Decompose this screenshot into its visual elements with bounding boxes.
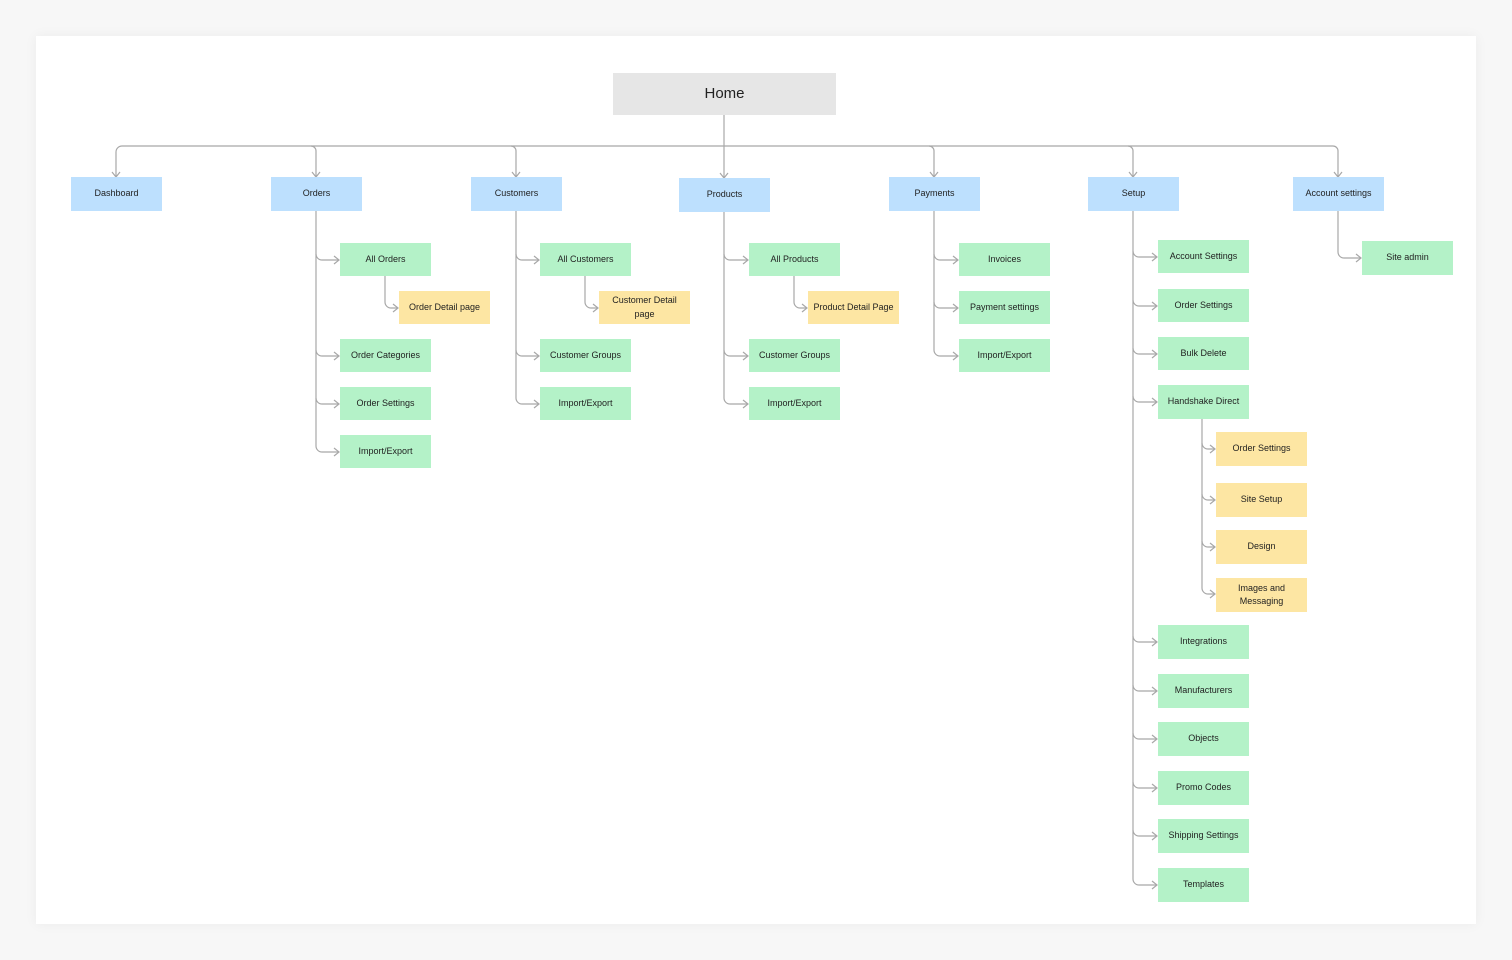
products-all-products: All Products [749, 243, 840, 276]
section-dashboard: Dashboard [71, 177, 162, 211]
setup-order-settings: Order Settings [1158, 289, 1249, 322]
products-product-detail-page: Product Detail Page [808, 291, 899, 324]
home-node: Home [613, 73, 836, 115]
handshake-order-settings: Order Settings [1216, 432, 1307, 466]
setup-objects: Objects [1158, 722, 1249, 756]
section-orders: Orders [271, 177, 362, 211]
customers-customer-groups: Customer Groups [540, 339, 631, 372]
orders-order-detail-page: Order Detail page [399, 291, 490, 324]
handshake-images-and-messaging: Images and Messaging [1216, 578, 1307, 612]
orders-all-orders: All Orders [340, 243, 431, 276]
diagram-canvas [36, 36, 1476, 924]
setup-handshake-direct: Handshake Direct [1158, 385, 1249, 419]
payments-payment-settings: Payment settings [959, 291, 1050, 324]
section-products: Products [679, 178, 770, 212]
section-account-settings: Account settings [1293, 177, 1384, 211]
setup-integrations: Integrations [1158, 625, 1249, 659]
setup-manufacturers: Manufacturers [1158, 674, 1249, 708]
setup-promo-codes: Promo Codes [1158, 771, 1249, 805]
section-customers: Customers [471, 177, 562, 211]
customers-customer-detail-page: Customer Detail page [599, 291, 690, 324]
setup-templates: Templates [1158, 868, 1249, 902]
setup-shipping-settings: Shipping Settings [1158, 819, 1249, 853]
handshake-design: Design [1216, 530, 1307, 564]
customers-import-export: Import/Export [540, 387, 631, 420]
products-customer-groups: Customer Groups [749, 339, 840, 372]
orders-order-categories: Order Categories [340, 339, 431, 372]
products-import-export: Import/Export [749, 387, 840, 420]
orders-order-settings: Order Settings [340, 387, 431, 420]
payments-import-export: Import/Export [959, 339, 1050, 372]
orders-import-export: Import/Export [340, 435, 431, 468]
section-setup: Setup [1088, 177, 1179, 211]
account-settings-site-admin: Site admin [1362, 241, 1453, 275]
handshake-site-setup: Site Setup [1216, 483, 1307, 517]
payments-invoices: Invoices [959, 243, 1050, 276]
section-payments: Payments [889, 177, 980, 211]
setup-account-settings: Account Settings [1158, 240, 1249, 273]
setup-bulk-delete: Bulk Delete [1158, 337, 1249, 370]
customers-all-customers: All Customers [540, 243, 631, 276]
